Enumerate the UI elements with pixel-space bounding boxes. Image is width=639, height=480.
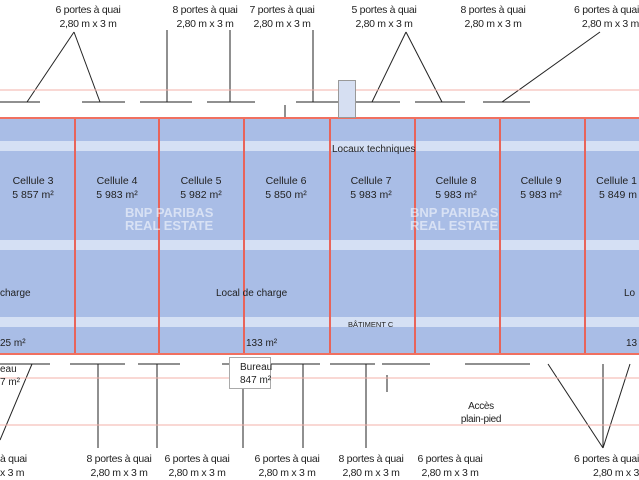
building-c bbox=[0, 117, 639, 355]
technical-room bbox=[338, 80, 356, 118]
batiment-label: BÂTIMENT C bbox=[348, 320, 394, 329]
locaux-techniques-label: Locaux techniques bbox=[332, 144, 416, 155]
area-right: 13 bbox=[626, 338, 638, 349]
local-charge-mid: Local de charge bbox=[216, 288, 288, 299]
local-charge-right: Lo bbox=[624, 288, 636, 299]
local-charge-left: charge bbox=[0, 288, 31, 299]
area-mid: 133 m² bbox=[246, 338, 278, 349]
bureau-box bbox=[229, 357, 271, 389]
area-left: 25 m² bbox=[0, 338, 26, 349]
